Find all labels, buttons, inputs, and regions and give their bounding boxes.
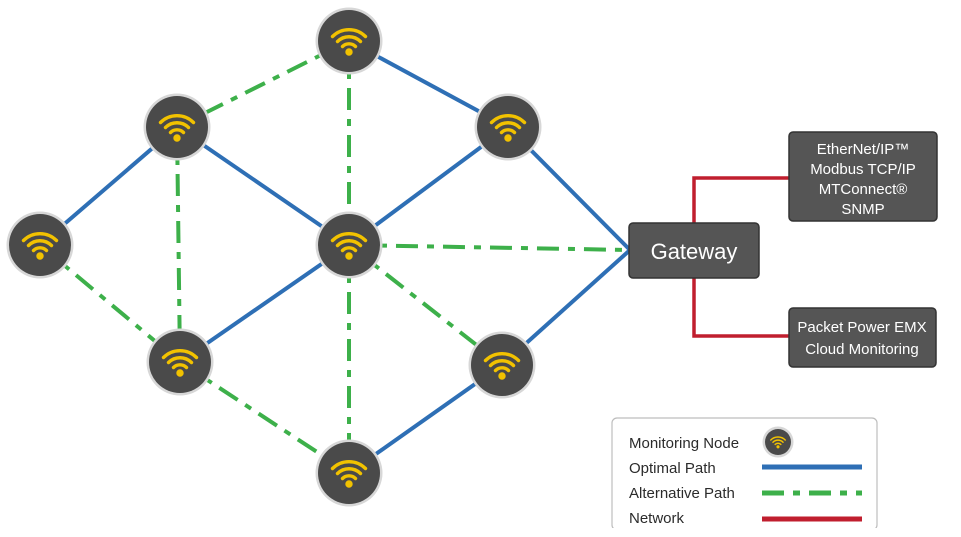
protocol-line: MTConnect®	[819, 181, 908, 198]
legend-label-network: Network	[629, 510, 685, 527]
cloud-monitoring-box: Packet Power EMX Cloud Monitoring	[788, 307, 937, 368]
gateway-box: Gateway	[628, 222, 760, 279]
protocol-line: EtherNet/IP™	[817, 141, 910, 158]
wifi-node-icon	[315, 439, 383, 507]
network-line-protocols	[692, 176, 789, 223]
network-connections	[692, 176, 789, 338]
network-line-cloud	[692, 278, 789, 338]
wifi-node-icon	[315, 7, 383, 75]
wifi-node-icon	[474, 93, 542, 161]
legend-label-monitoring-node: Monitoring Node	[629, 435, 739, 452]
wifi-node-icon	[6, 211, 74, 279]
wifi-node-icon	[762, 426, 794, 458]
alternative-path-edge	[175, 126, 182, 363]
legend-label-alternative-path: Alternative Path	[629, 485, 735, 502]
alternative-path-edge	[178, 360, 351, 475]
cloud-line: Cloud Monitoring	[805, 341, 918, 358]
protocols-box: EtherNet/IP™ Modbus TCP/IP MTConnect® SN…	[788, 131, 938, 222]
protocol-line: SNMP	[841, 201, 884, 218]
legend-label-optimal-path: Optimal Path	[629, 460, 716, 477]
wifi-node-icon	[143, 93, 211, 161]
monitoring-nodes	[6, 7, 542, 507]
wifi-node-icon	[146, 328, 214, 396]
optimal-path-edge	[175, 125, 351, 247]
wifi-node-icon	[468, 331, 536, 399]
cloud-line: Packet Power EMX	[797, 319, 926, 336]
gateway-label: Gateway	[651, 239, 738, 264]
wifi-node-icon	[762, 426, 794, 458]
optimal-path-edge	[178, 243, 351, 364]
protocol-line: Modbus TCP/IP	[810, 161, 916, 178]
alternative-path-edge	[348, 243, 631, 252]
legend: Monitoring Node Optimal Path Alternative…	[605, 417, 895, 537]
wifi-node-icon	[315, 211, 383, 279]
